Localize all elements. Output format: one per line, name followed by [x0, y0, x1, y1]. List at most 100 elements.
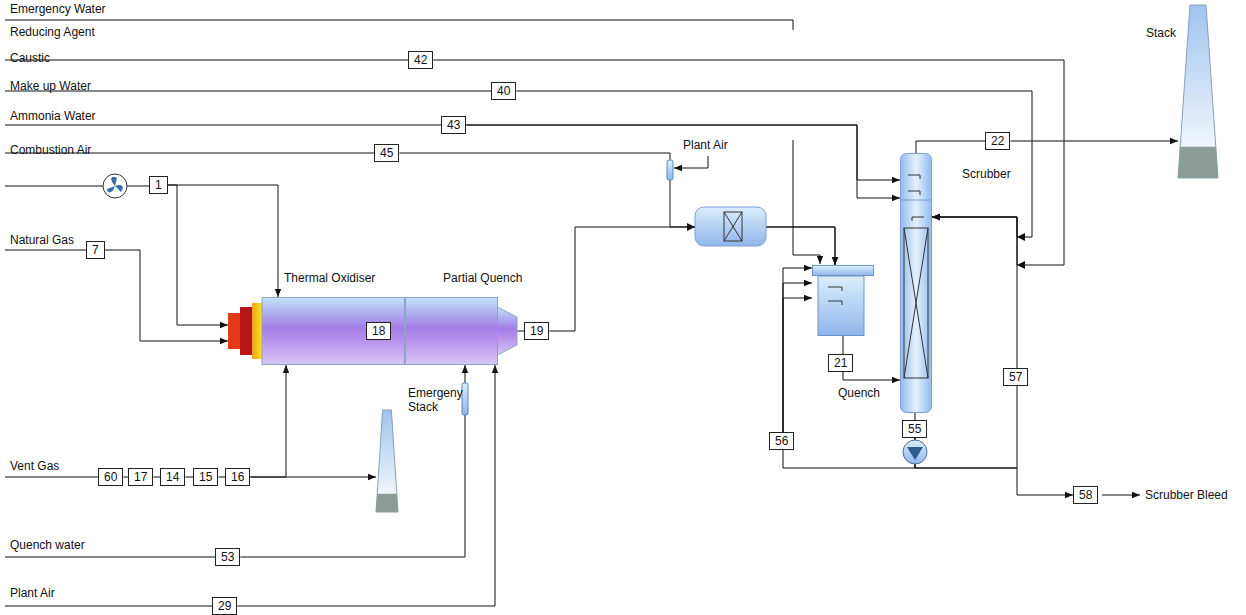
process-line	[843, 336, 844, 354]
stream-name: Vent Gas	[10, 459, 59, 473]
stream-number: 18	[366, 322, 391, 340]
process-line	[915, 413, 916, 420]
stream-label: 21	[834, 356, 847, 370]
equipment-outline	[812, 265, 874, 336]
process-line	[783, 438, 915, 468]
stream-number: 42	[408, 51, 433, 69]
stream-name: Make up Water	[10, 79, 91, 93]
equipment-outline	[376, 410, 398, 512]
stream-number: 19	[524, 322, 549, 340]
process-line	[250, 365, 286, 477]
process-line	[168, 185, 278, 297]
equipment: Quench	[812, 265, 874, 336]
process-line	[516, 91, 1032, 237]
equipment-label: Scrubber	[962, 167, 1011, 181]
process-line	[399, 153, 835, 265]
process-line	[185, 477, 193, 478]
stream-number: 1	[149, 176, 168, 194]
stream-name: Emergency Water	[10, 2, 106, 16]
stream-label: 7	[92, 243, 99, 257]
stream-label: 18	[372, 324, 385, 338]
process-line	[549, 227, 835, 331]
stream-number: 43	[441, 116, 466, 134]
process-line	[783, 268, 812, 432]
process-line	[783, 298, 812, 432]
stream-label: 29	[218, 599, 231, 613]
equipment-label: Partial Quench	[443, 271, 522, 285]
stream-label: 40	[497, 84, 510, 98]
stream-label: 22	[991, 134, 1004, 148]
process-line	[932, 217, 1017, 368]
equipment: Stack	[1178, 5, 1218, 178]
stream-number: 55	[902, 420, 927, 438]
stream-label: 53	[221, 550, 234, 564]
process-line	[843, 372, 900, 380]
catalyst-bed	[687, 207, 766, 246]
process-line	[1010, 141, 1178, 142]
stream-number: 17	[128, 468, 153, 486]
equipment-label: Stack	[1146, 26, 1176, 40]
stream-label: 15	[199, 470, 212, 484]
stream-label: 57	[1009, 370, 1022, 384]
stream-label: 60	[104, 470, 117, 484]
stream-label: 56	[775, 434, 788, 448]
stream-number: 60	[98, 468, 123, 486]
stream-label: 17	[134, 470, 147, 484]
stream-number: 16	[225, 468, 250, 486]
equipment-outline	[405, 297, 517, 365]
stream-label: 58	[1079, 488, 1092, 502]
stream-name: Natural Gas	[10, 233, 74, 247]
stream-number: 40	[491, 82, 516, 100]
process-line	[783, 283, 812, 432]
ammonia-injector	[667, 160, 673, 180]
stream-label: 1	[155, 178, 162, 192]
process-line	[915, 438, 1073, 495]
process-line	[237, 365, 495, 606]
process-line	[466, 125, 900, 180]
stream-name: Plant Air	[683, 138, 728, 152]
stream-number: 14	[160, 468, 185, 486]
stream-number: 45	[374, 144, 399, 162]
stream-label: 43	[447, 118, 460, 132]
equipment-outline	[900, 153, 932, 413]
stream-label: 45	[380, 146, 393, 160]
stream-name: Combustion Air	[10, 143, 91, 157]
equipment: Scrubber	[900, 153, 932, 413]
stream-name: Caustic	[10, 51, 50, 65]
equipment-label: Emergeny Stack	[408, 386, 470, 414]
fan-symbol	[103, 174, 127, 198]
stream-name: Ammonia Water	[10, 109, 96, 123]
process-line	[916, 141, 985, 153]
equipment-label: Thermal Oxidiser	[284, 271, 375, 285]
process-line	[105, 250, 228, 341]
equipment: Partial Quench	[405, 297, 517, 365]
stream-number: 15	[193, 468, 218, 486]
stream-label: 19	[530, 324, 543, 338]
stream-number: 7	[86, 241, 105, 259]
process-line	[250, 477, 376, 478]
process-line	[168, 185, 228, 325]
stream-name: Plant Air	[10, 586, 55, 600]
pump-symbol	[903, 440, 927, 464]
process-line	[153, 477, 160, 478]
process-line	[433, 60, 1064, 265]
stream-label: 14	[166, 470, 179, 484]
stream-number: 57	[1003, 368, 1028, 386]
stream-name: Reducing Agent	[10, 25, 95, 39]
stream-label: 42	[414, 53, 427, 67]
stream-label: 16	[231, 470, 244, 484]
merge-arrowhead	[1017, 233, 1025, 269]
equipment: Emergeny Stack	[376, 410, 398, 512]
stream-number: 58	[1073, 486, 1098, 504]
quench-injector	[462, 383, 468, 415]
stream-number: 53	[215, 548, 240, 566]
stream-label: 55	[908, 422, 921, 436]
process-line	[517, 331, 524, 332]
stream-name: Quench water	[10, 538, 85, 552]
stream-number: 29	[212, 597, 237, 615]
stream-number: 22	[985, 132, 1010, 150]
process-line	[218, 477, 225, 478]
stream-number: 21	[828, 354, 853, 372]
